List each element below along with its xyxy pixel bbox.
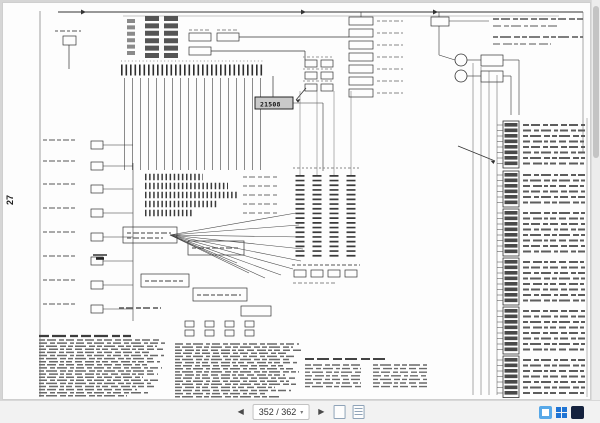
single-page-view-icon[interactable] [333,405,346,419]
continuous-scroll-icon[interactable] [352,405,365,419]
bottom-toolbar: ◀ 352 / 362 ▾ ▶ [0,400,600,423]
sheet-number-label: 27 [5,194,16,206]
page-number-value: 352 / 362 [258,407,297,417]
grid-view-icon[interactable] [556,406,567,418]
document-page: 21508 27 [2,2,591,400]
page-number-input[interactable]: 352 / 362 ▾ [252,404,310,420]
page-dropdown-caret[interactable]: ▾ [300,409,304,416]
vertical-scrollbar[interactable] [591,0,600,400]
toolbar-right-icons [539,401,584,423]
scrollbar-thumb[interactable] [593,6,599,158]
page-navigation: ◀ 352 / 362 ▾ ▶ [236,401,365,423]
next-page-button[interactable]: ▶ [318,407,325,416]
drawing-number-label: 21508 [260,101,281,109]
wiring-diagram: 21508 [39,9,588,398]
dark-theme-icon[interactable] [571,405,584,419]
previous-page-button[interactable]: ◀ [237,407,244,416]
blue-tool-icon[interactable] [539,405,552,419]
